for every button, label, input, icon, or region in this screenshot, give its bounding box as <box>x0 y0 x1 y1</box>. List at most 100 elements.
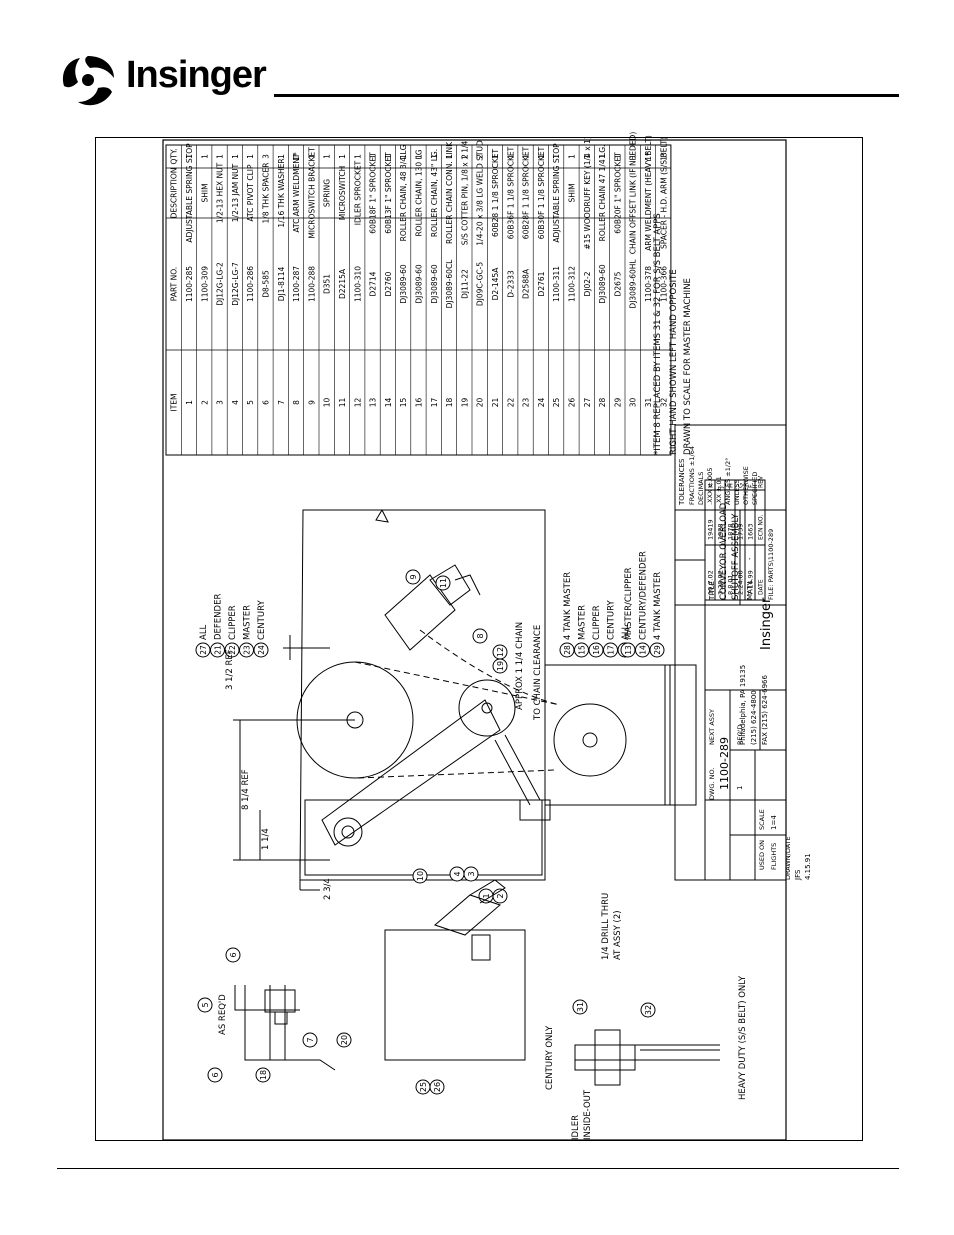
header-rule <box>274 94 899 97</box>
callout-number: 13 <box>624 645 633 655</box>
detail-balloons: 5 6 18 7 20 6 25 26 31 32 <box>197 947 656 1095</box>
otherwise-label: OTHERWISE <box>742 466 750 505</box>
date-label: DATE <box>758 579 765 595</box>
pivot <box>333 817 363 847</box>
chain-path <box>354 661 561 779</box>
dim-3-1-2: 3 1/2 REF <box>225 649 235 690</box>
table-cell-item: 15 <box>399 398 408 408</box>
table-cell-qty: 1 <box>369 154 378 159</box>
rev-label: REV <box>758 475 765 488</box>
chain-callouts: 284 TANK MASTER15MASTER16CLIPPER17CENTUR… <box>559 572 633 658</box>
table-cell-description: 1/2-13 HEX NUT <box>216 162 225 223</box>
matl-label: MAT'L <box>746 580 754 600</box>
table-cell-description: SHIM <box>200 183 209 202</box>
heavy-duty-detail <box>574 1029 720 1086</box>
callout-label: MASTER <box>243 605 253 640</box>
table-cell-item: 20 <box>476 398 485 408</box>
table-cell-description: ROLLER CHAIN, 43" LG. <box>430 149 439 237</box>
century-only-label: CENTURY ONLY <box>545 1025 555 1090</box>
table-cell-item: 29 <box>613 398 622 408</box>
table-cell-item: 21 <box>491 398 500 408</box>
table-cell-description: S/S COTTER PIN, 1/8 x 1 1/4 <box>460 140 469 245</box>
table-cell-description: CHAIN OFFSET LINK (IF NEEDED) <box>629 132 638 255</box>
table-cell-item: 6 <box>261 400 270 405</box>
fax: FAX (215) 624-6966 <box>761 675 769 745</box>
title-line-2: SHUTOFF ASSEMBLY <box>731 513 741 600</box>
rev-letter: H <box>727 483 735 488</box>
svg-text:8: 8 <box>476 633 485 638</box>
table-cell-qty: 1 <box>430 154 439 159</box>
callout-number: 16 <box>592 645 601 655</box>
table-cell-description: MICROSWITCH <box>338 166 347 220</box>
table-cell-qty: 1* <box>659 152 668 161</box>
table-cell-item: 1 <box>185 400 194 405</box>
rev-letter: F <box>747 484 755 488</box>
angles-tolerance: ANGLES ±1/2° <box>724 458 732 505</box>
table-cell-description: 60B28 1 1/8 SPROCKET <box>491 149 500 238</box>
insinger-logo: Insinger <box>58 52 298 108</box>
rev-date: 7.16.99 <box>747 570 755 595</box>
svg-text:3: 3 <box>467 871 476 876</box>
callout-number: 24 <box>257 645 266 655</box>
table-cell-qty: 3 <box>261 154 270 159</box>
table-cell-part_no: D2675 <box>613 271 622 296</box>
rev-date: 10.7.02 <box>707 570 715 595</box>
table-cell-description: ADJUSTABLE SPRING STOP <box>552 143 561 243</box>
reqd-value: 1 <box>736 786 744 790</box>
svg-text:32: 32 <box>644 1005 653 1015</box>
svg-text:6: 6 <box>211 1072 220 1077</box>
table-cell-item: 5 <box>246 400 255 405</box>
table-cell-item: 14 <box>384 398 393 408</box>
table-cell-qty: 1 <box>629 154 638 159</box>
svg-text:1: 1 <box>482 893 491 898</box>
callout-label: DEFENDER <box>214 594 224 640</box>
callout-number: 29 <box>653 645 662 655</box>
notes: *ITEM 8 REPLACED BY ITEMS 31 & 32 FOR S/… <box>653 213 693 455</box>
callout-label: CENTURY <box>607 600 617 640</box>
table-cell-part_no: DJ1-8114 <box>277 267 286 302</box>
table-cell-item: 13 <box>369 398 378 408</box>
company-name: Insinger <box>759 597 774 650</box>
table-row: 1#15 WOODRUFF KEY (1/4 x 1)DJ02-227 <box>583 136 592 407</box>
unless-label: UNLESS <box>733 479 741 505</box>
table-cell-item: 3 <box>216 400 225 405</box>
table-cell-item: 8 <box>292 400 301 405</box>
table-cell-description: 60B28F 1 1/8 SPROCKET <box>522 146 531 239</box>
ecn-number: 1878 <box>727 523 735 540</box>
table-cell-description: ATC PIVOT CLIP <box>246 164 255 222</box>
svg-text:25: 25 <box>419 1082 428 1092</box>
callout-number: 17 <box>607 645 616 655</box>
table-cell-item: 10 <box>323 398 332 408</box>
used-on-value: FLIGHTS <box>770 843 778 870</box>
table-cell-qty: 1 <box>414 154 423 159</box>
callout-label: 4 TANK MASTER <box>563 572 573 640</box>
item-balloons: 9 11 8 12 19 10 4 3 1 2 <box>405 569 508 904</box>
callout-item: 16 CLIPPER <box>588 605 604 658</box>
swirl-logo-icon <box>62 56 114 106</box>
svg-text:11: 11 <box>439 578 448 588</box>
callout-label: CLIPPER <box>592 605 602 640</box>
heavy-duty-label: HEAVY DUTY (S/S BELT) ONLY <box>738 975 748 1100</box>
spring-rod <box>494 734 541 806</box>
svg-text:19: 19 <box>496 661 505 671</box>
ecn-label: ECN NO. <box>758 515 765 540</box>
at-assy-label: AT ASSY (2) <box>613 910 623 960</box>
pivot-detail <box>234 985 336 1071</box>
table-cell-item: 16 <box>414 398 423 408</box>
table-cell-description: ADJUSTABLE SPRING STOP <box>185 143 194 243</box>
